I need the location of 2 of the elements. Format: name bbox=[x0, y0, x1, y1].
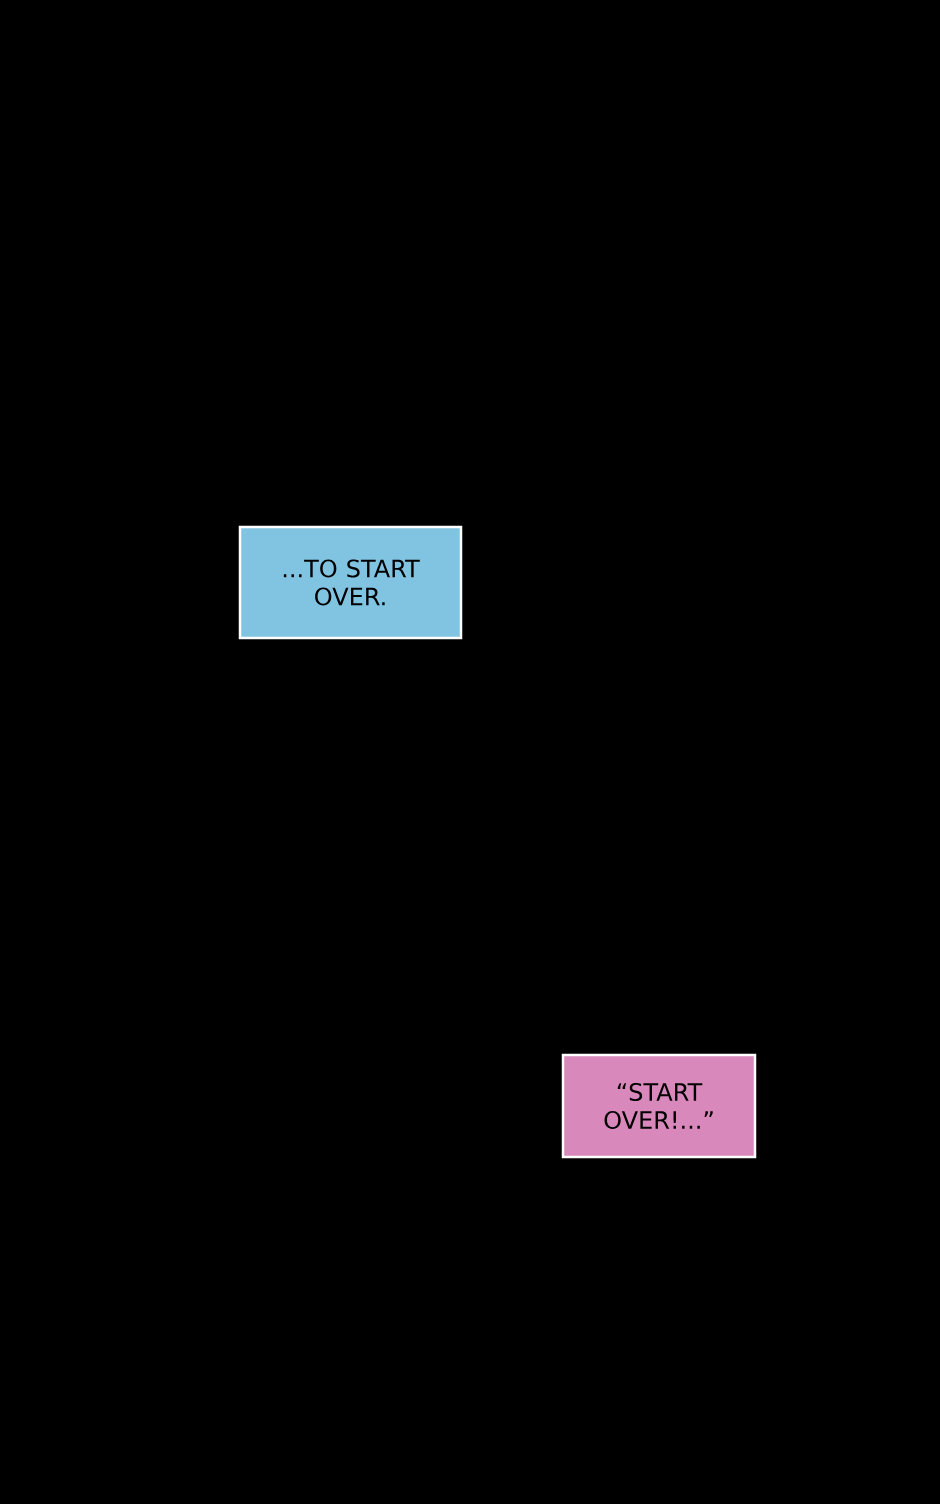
caption-box: “START OVER!...” bbox=[561, 1053, 757, 1159]
caption-box: ...TO START OVER. bbox=[238, 525, 463, 640]
